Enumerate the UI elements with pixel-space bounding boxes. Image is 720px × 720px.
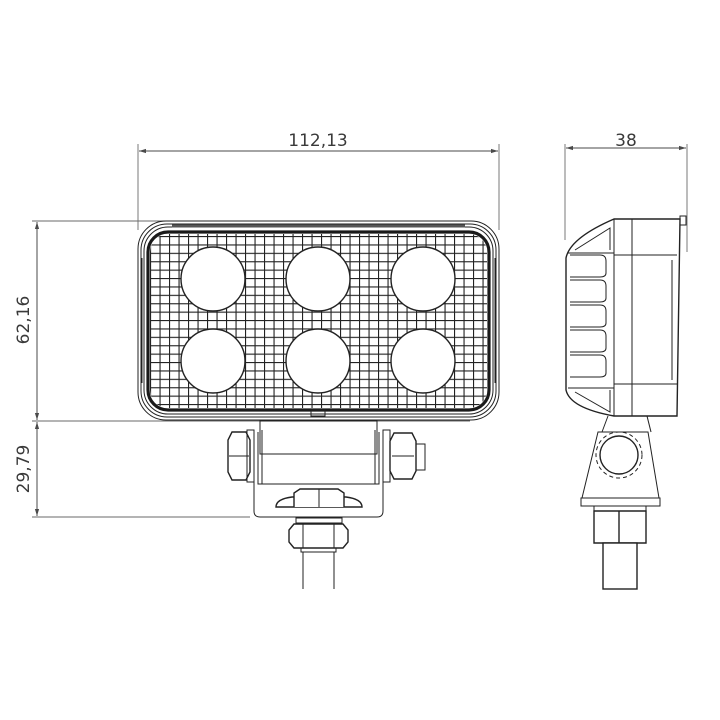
front-view: 112,13 62,16 29,79: [14, 131, 500, 589]
dimension-width-label: 112,13: [288, 131, 347, 151]
led-6: [390, 328, 456, 394]
led-4: [180, 328, 246, 394]
dimension-housing-height: 62,16: [14, 220, 470, 422]
dimension-housing-height-label: 62,16: [14, 296, 34, 345]
mounting-bracket: [227, 420, 426, 589]
led-array: [180, 246, 456, 394]
led-2: [285, 246, 351, 312]
cooling-fins: [568, 227, 614, 413]
side-view: 38: [564, 131, 688, 590]
dimension-bracket-height: 29,79: [14, 422, 250, 518]
led-3: [390, 246, 456, 312]
dimension-bracket-height-label: 29,79: [14, 445, 34, 494]
led-1: [180, 246, 246, 312]
dimension-depth: 38: [564, 131, 688, 252]
dimension-depth-label: 38: [615, 131, 637, 151]
led-5: [285, 328, 351, 394]
dimension-width: 112,13: [137, 131, 500, 230]
side-mount: [580, 415, 661, 590]
